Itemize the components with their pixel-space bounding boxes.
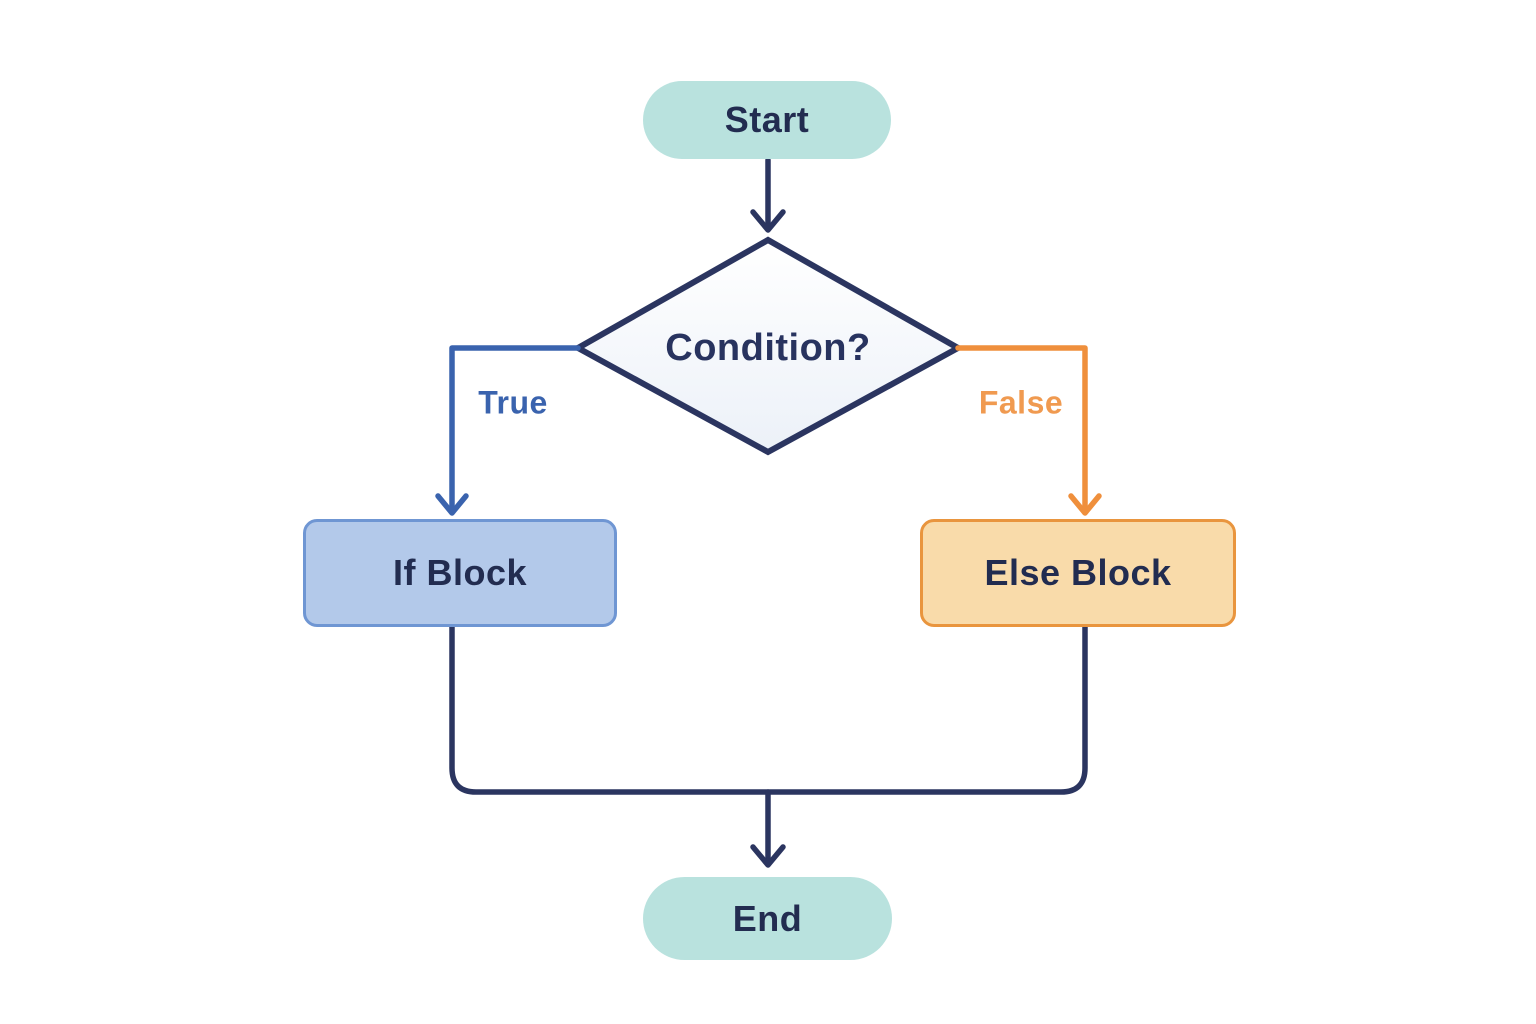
edge-label-true: True [478,385,548,422]
node-if-block: If Block [303,519,617,627]
node-end: End [643,877,892,960]
arrowhead-merge-to-end [750,844,786,868]
arrowhead-condition-to-if [435,493,469,516]
node-else-block: Else Block [920,519,1236,627]
node-condition-label: Condition? [665,326,871,369]
node-start-label: Start [724,99,810,140]
edge-label-true-text: True [478,384,548,421]
arrowhead-start-to-condition [750,209,786,233]
arrowhead-condition-to-else [1068,493,1102,516]
edge-condition-to-else [955,345,1088,515]
edge-condition-to-if [449,345,581,515]
edge-label-false-text: False [978,384,1064,421]
condition-diamond-shape [571,236,965,456]
node-start: Start [643,81,891,159]
node-condition: Condition? [608,320,928,376]
node-end-label: End [732,897,803,939]
edge-blocks-merge [449,624,1088,795]
node-else-block-label: Else Block [984,552,1172,593]
node-if-block-label: If Block [392,552,528,593]
edge-label-false: False [979,385,1063,422]
